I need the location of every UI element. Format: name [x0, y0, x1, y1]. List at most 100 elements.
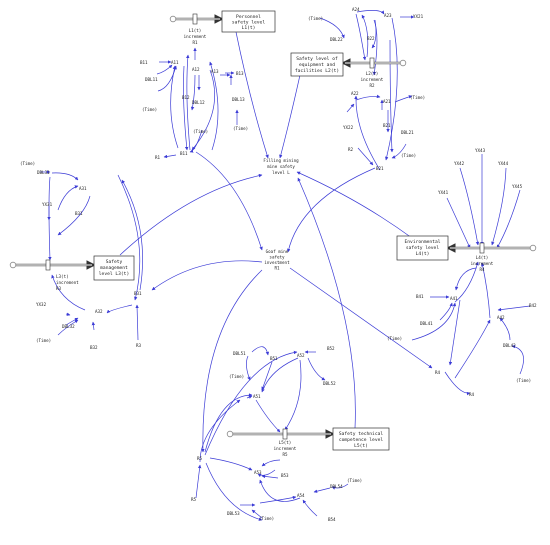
var-label: YX22	[343, 125, 354, 130]
flow-label: increment	[184, 34, 207, 39]
flow-label: R4	[479, 267, 485, 272]
var-label: A12	[192, 67, 200, 72]
center-node: Filling mining mine safety level L	[263, 158, 299, 175]
var-label: A21	[383, 99, 391, 104]
stock-line: equipment and	[299, 62, 335, 68]
valve-icon	[369, 57, 375, 69]
investment-label: safety	[269, 255, 285, 260]
valve-icon	[192, 13, 198, 25]
source-cloud-icon	[226, 430, 234, 438]
var-label: B21	[376, 166, 384, 171]
flow-label: increment	[274, 446, 297, 451]
var-label: YX41	[438, 190, 449, 195]
var-label: DBL12	[192, 100, 205, 105]
var-label: (Time)	[20, 161, 35, 166]
stock-line: Environmental	[405, 239, 441, 245]
var-label: B31	[134, 291, 142, 296]
var-label: A13	[211, 69, 219, 74]
var-label: A23	[384, 13, 392, 18]
var-label: R2	[348, 147, 354, 152]
stock-environment[interactable]: Environmental safety level L4(t)	[396, 235, 449, 261]
var-label: YX32	[36, 302, 47, 307]
flow-label: increment	[361, 77, 384, 82]
stock-line: competence level	[339, 437, 383, 443]
var-label: B22	[367, 36, 375, 41]
flow-label: L4(t)	[476, 255, 489, 260]
valve-icon	[45, 259, 51, 271]
variable-labels: B11 A11 A12 A13 B13 DBL11 B12 DBL12 DBL1…	[20, 7, 537, 522]
var-label: A51	[253, 394, 261, 399]
var-label: DBL41	[420, 321, 433, 326]
var-label: YX21	[413, 14, 424, 19]
var-label: A11	[171, 60, 179, 65]
var-label: B52	[327, 346, 335, 351]
var-label: (Time)	[142, 107, 157, 112]
stock-line: L1(t)	[242, 25, 256, 31]
investment-label: investment	[264, 260, 290, 265]
var-label: A54	[297, 493, 305, 498]
var-label: R1	[155, 155, 161, 160]
var-label: R5	[197, 456, 203, 461]
var-label: DBL13	[232, 97, 245, 102]
center-label: Filling mining	[263, 158, 299, 163]
var-label: A31	[79, 186, 87, 191]
var-label: DBL11	[145, 77, 158, 82]
var-label: (Time)	[308, 16, 323, 21]
var-label: (Time)	[347, 478, 362, 483]
flow-label: R2	[369, 83, 375, 88]
flow-label: L1(t)	[189, 28, 202, 33]
source-cloud-icon	[399, 59, 407, 67]
var-label: A22	[351, 91, 359, 96]
var-label: DBL52	[323, 381, 336, 386]
var-label: R3	[136, 343, 142, 348]
var-label: DBL54	[330, 484, 343, 489]
var-label: DBL32	[62, 324, 75, 329]
stock-technical[interactable]: Safety technical competence level L5(t)	[332, 427, 390, 451]
var-label: YX31	[42, 202, 53, 207]
var-label: YX42	[454, 161, 465, 166]
var-label: R4	[469, 392, 475, 397]
stock-line: level L3(t)	[99, 271, 129, 277]
var-label: (Time)	[193, 129, 208, 134]
source-cloud-icon	[529, 244, 537, 252]
var-label: B13	[236, 71, 244, 76]
stock-line: Safety level of	[296, 56, 338, 62]
source-cloud-icon	[169, 15, 177, 23]
var-label: (Time)	[401, 153, 416, 158]
causal-links	[40, 10, 531, 521]
stock-management[interactable]: Safety management level L3(t)	[93, 255, 135, 281]
center-label: level L	[272, 170, 290, 175]
flow-label: R5	[282, 452, 288, 457]
var-label: DBL21	[401, 130, 414, 135]
flow-label: L2(t)	[366, 71, 379, 76]
flow-label: R3	[56, 286, 62, 291]
var-label: (Time)	[233, 126, 248, 131]
var-label: B41	[416, 294, 424, 299]
var-label: B21	[383, 123, 391, 128]
stock-personnel[interactable]: Personnel safety level L1(t)	[221, 10, 276, 33]
var-label: DBL53	[227, 511, 240, 516]
stock-equipment[interactable]: Safety level of equipment and facilities…	[290, 52, 344, 77]
var-label: B12	[182, 95, 190, 100]
var-label: (Time)	[516, 378, 531, 383]
flow-label: L3(t)	[56, 274, 69, 279]
var-label: B11	[180, 151, 188, 156]
var-label: (Time)	[259, 516, 274, 521]
var-label: DBL51	[233, 351, 246, 356]
var-label: A41	[450, 296, 458, 301]
var-label: (Time)	[229, 374, 244, 379]
flow-sources	[9, 15, 537, 438]
var-label: A42	[497, 315, 505, 320]
var-label: (Time)	[36, 338, 51, 343]
stock-line: safety level	[232, 20, 265, 26]
var-label: YX44	[498, 161, 509, 166]
stock-line: L4(t)	[416, 251, 430, 257]
var-label: DBL42	[503, 343, 516, 348]
flow-label: R1	[192, 40, 198, 45]
stock-line: L5(t)	[354, 443, 368, 449]
var-label: B54	[328, 517, 336, 522]
var-label: R5	[191, 497, 197, 502]
var-label: B42	[529, 303, 537, 308]
stock-line: Safety technical	[339, 431, 383, 437]
